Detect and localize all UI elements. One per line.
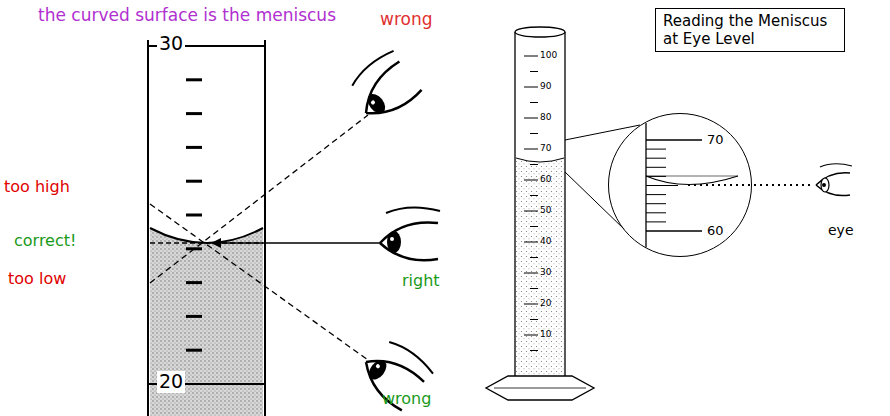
scale-number: 90 xyxy=(540,81,551,91)
scale-number: 10 xyxy=(540,329,551,339)
scale-number: 20 xyxy=(157,371,185,393)
graduated-cylinder xyxy=(486,27,594,400)
eye-symbol xyxy=(380,207,440,260)
box-text: Reading the Meniscus at Eye Level xyxy=(663,12,837,48)
eye-symbol xyxy=(816,164,852,196)
scale-number: 70 xyxy=(540,143,551,153)
title-box: Reading the Meniscus at Eye Level xyxy=(655,8,845,52)
reading-label: too low xyxy=(8,270,66,288)
scale-number: 50 xyxy=(540,205,551,215)
eye-label: wrong xyxy=(382,390,431,408)
eye-symbol xyxy=(355,334,435,413)
eye-label: wrong xyxy=(380,10,433,30)
scale-number: 60 xyxy=(540,174,551,184)
eye-symbol xyxy=(344,48,424,127)
sight-line xyxy=(754,184,812,186)
sight-lines xyxy=(150,115,380,360)
magnifier-circle: 70 60 xyxy=(608,113,752,257)
scale-number: 20 xyxy=(540,298,551,308)
left-cylinder xyxy=(148,40,265,416)
scale-number: 40 xyxy=(540,236,551,246)
scale-number: 60 xyxy=(707,224,724,239)
reading-label: too high xyxy=(4,178,70,196)
scale-number: 80 xyxy=(540,112,551,122)
scale-number: 30 xyxy=(157,33,185,55)
eye-label: right xyxy=(402,272,440,290)
scale-number: 100 xyxy=(540,50,557,60)
eye-label: eye xyxy=(828,222,854,238)
magnified-scale xyxy=(608,113,752,257)
reading-label: correct! xyxy=(14,232,76,250)
title: the curved surface is the meniscus xyxy=(38,6,336,26)
scale-number: 70 xyxy=(707,133,724,148)
scale-number: 30 xyxy=(540,267,551,277)
